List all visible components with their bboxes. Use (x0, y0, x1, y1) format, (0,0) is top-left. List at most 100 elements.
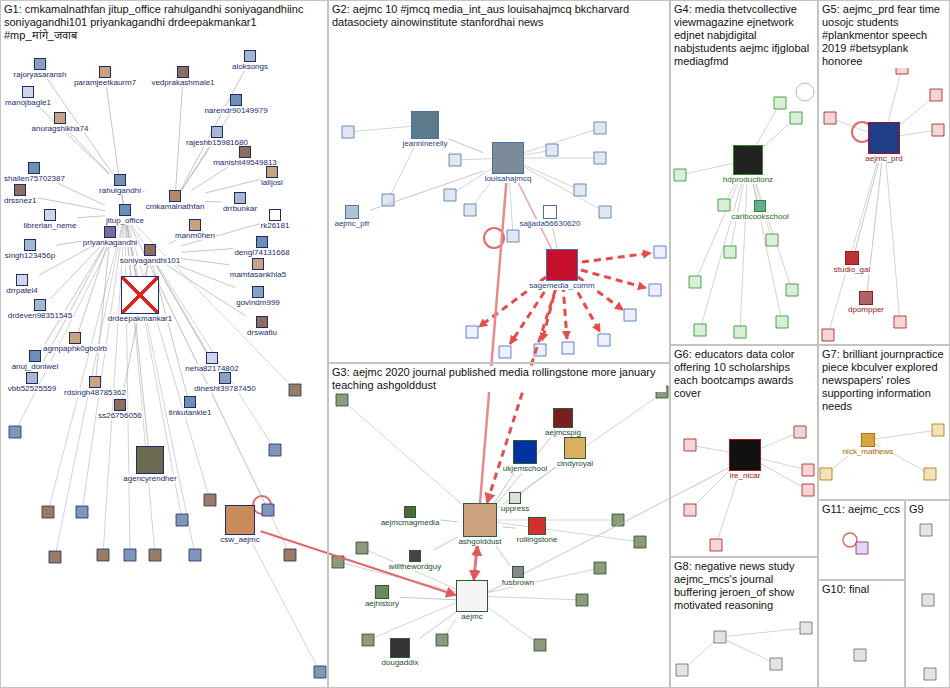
user-node: aejmc_prd (864, 122, 903, 163)
user-node: dinesht39787450 (193, 372, 256, 393)
connector (145, 265, 147, 276)
connector (497, 437, 551, 503)
avatar-icon (230, 94, 242, 106)
avatar-icon (69, 332, 81, 344)
user-label: hdproductionz (722, 175, 774, 184)
user-node: jeanninerelly (402, 111, 449, 148)
user-node: drdeven98351545 (7, 299, 74, 320)
avatar-icon (99, 66, 111, 78)
avatar-icon (169, 190, 181, 202)
connector (70, 133, 110, 174)
user-node: rollingstone (516, 517, 559, 544)
user-label: drrbunkar (222, 204, 258, 213)
avatar-icon (546, 249, 578, 281)
avatar-icon (868, 122, 900, 154)
user-node: ss26756056 (97, 399, 143, 420)
user-label: drdeven98351545 (7, 311, 74, 320)
avatar-squares (42, 384, 301, 563)
user-label: dengl74131668 (233, 248, 290, 257)
connector (205, 201, 222, 203)
user-label: rdsingh48785362 (63, 388, 127, 397)
avatar-icon (104, 226, 116, 238)
avatar-icon (29, 350, 41, 362)
avatar-icon (845, 251, 859, 265)
group-panel: G7: brilliant journpractice piece kbculv… (818, 345, 950, 500)
connector (753, 184, 757, 200)
connector (122, 195, 123, 204)
connector (371, 171, 484, 210)
user-label: jitup_office (105, 216, 145, 225)
user-label: singh123456p (4, 251, 56, 260)
avatar-icon (239, 146, 251, 158)
avatar-icon (206, 352, 218, 364)
user-node: manisht49549813 (212, 146, 278, 167)
connector (39, 107, 109, 174)
connector (77, 216, 104, 218)
user-label: drswatlu (246, 328, 278, 337)
connector (177, 265, 235, 288)
connector (117, 225, 119, 226)
user-node: dougaddix (381, 638, 420, 667)
avatar-icon (375, 585, 389, 599)
avatar-icon (733, 145, 763, 175)
connector (419, 612, 456, 638)
user-label: dougaddix (381, 658, 420, 667)
user-node: uppress (500, 492, 530, 513)
avatar-icon (564, 437, 586, 459)
avatar-icon (345, 205, 359, 219)
user-node: caribcookschool (730, 200, 789, 221)
user-label: caribcookschool (730, 212, 789, 221)
avatar-icon (136, 446, 164, 474)
avatar-icon (509, 492, 521, 504)
user-node: sagemedia_comm (528, 249, 595, 290)
user-label: lalljosl (260, 178, 284, 187)
avatar-icon (252, 258, 264, 270)
user-label: anuragshikha74 (31, 124, 90, 133)
avatar-icon (225, 505, 255, 535)
connector (182, 147, 210, 190)
avatar-icon (409, 550, 421, 562)
user-label: paramjeetkaurm7 (73, 78, 137, 87)
user-label: csw_aejmc (219, 535, 261, 544)
user-node: paramjeetkaurm7 (73, 66, 137, 87)
user-label: rollingstone (516, 535, 559, 544)
avatar-icon (114, 399, 126, 411)
avatar-icon (861, 433, 875, 447)
connector (487, 290, 555, 503)
avatar-icon (256, 316, 268, 328)
avatar-squares (820, 424, 944, 480)
avatar-icon (729, 439, 761, 471)
user-node: fusbrown (501, 566, 535, 587)
user-node: aejmc (456, 580, 488, 621)
connector (38, 247, 105, 372)
avatar-icon (44, 209, 56, 221)
avatar-icon (219, 372, 231, 384)
user-label: drrpatel4 (5, 286, 39, 295)
user-label: drdeepakmankar1 (107, 314, 173, 323)
user-label: nick_mathews (842, 447, 895, 456)
avatar-icon (14, 184, 26, 196)
avatar-squares (684, 62, 944, 551)
tie-lines (348, 125, 605, 236)
user-node: singh123456p (4, 239, 56, 260)
dashed-arrow (510, 282, 551, 344)
avatar-squares (856, 542, 868, 554)
connector (181, 71, 245, 190)
avatar-icon (22, 86, 34, 98)
avatar-icon (463, 503, 497, 537)
connector (400, 597, 456, 599)
user-label: rajoryasaransh (13, 70, 68, 79)
user-node: drrpatel4 (5, 274, 39, 295)
connector (96, 247, 109, 376)
user-label: agencyrendher (122, 474, 177, 483)
user-label: rahulgandhi (98, 186, 142, 195)
user-label: cindyroyal (556, 459, 594, 468)
user-label: drssnez1 (3, 196, 37, 205)
avatar-icon (543, 205, 557, 219)
avatar-icon (492, 142, 524, 174)
user-label: agmpaphk0gbolrb (42, 344, 108, 353)
user-node: rk26181 (260, 209, 291, 230)
connector (503, 527, 516, 528)
tie-lines (15, 214, 320, 672)
